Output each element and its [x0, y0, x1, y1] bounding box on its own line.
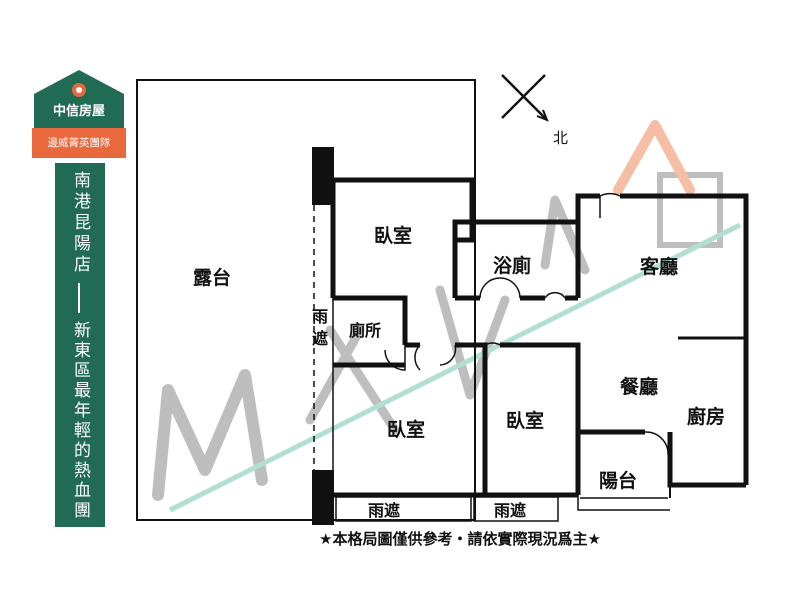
store-name: 南港昆陽店 [70, 171, 90, 276]
room-label-bedroom-right: 臥室 [506, 410, 545, 432]
room-label-living: 客廳 [640, 256, 679, 278]
brand-name: 中信房屋 [52, 104, 105, 119]
room-label-balcony: 陽台 [599, 470, 638, 492]
brand-team: 邊威菁英團隊 [32, 128, 126, 158]
store-slogan: 新東區最年輕的熱血團隊 [20, 321, 90, 521]
room-label-kitchen: 廚房 [687, 406, 726, 428]
north-arrow-icon [501, 74, 549, 122]
room-label-toilet: 廁所 [349, 321, 382, 340]
room-label-terrace: 露台 [193, 267, 232, 289]
room-label-canopy-bottom-left: 雨遮 [368, 501, 401, 520]
brand-logo-house-icon [34, 70, 124, 130]
room-label-dining: 餐廳 [620, 376, 659, 398]
room-label-canopy-side: 雨遮 [312, 307, 329, 348]
room-label-canopy-bottom-right: 雨遮 [494, 501, 527, 520]
disclaimer-note: ★本格局圖僅供參考・請依實際現況爲主★ [319, 530, 601, 548]
compass-north-label: 北 [553, 129, 569, 147]
strip-divider [78, 283, 80, 313]
brand-strip: 南港昆陽店 新東區最年輕的熱血團隊 [20, 163, 105, 527]
watermark [152, 120, 742, 513]
room-label-bathroom: 浴廁 [493, 255, 532, 277]
room-label-bedroom-left: 臥室 [387, 419, 426, 441]
room-label-bedroom-top: 臥室 [374, 225, 413, 247]
